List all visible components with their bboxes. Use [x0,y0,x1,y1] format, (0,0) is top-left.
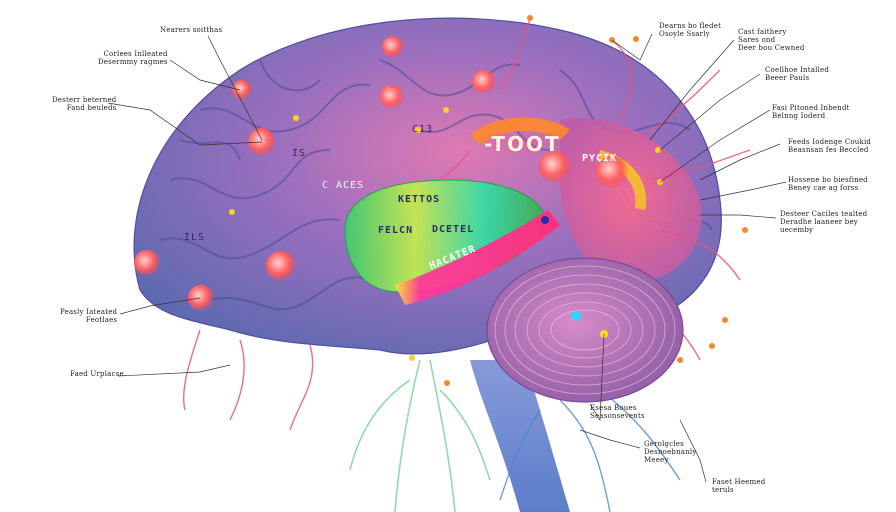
limbic-label: FELCN [378,225,414,236]
callout-label: Feeds Iodenge Coukid Beasnsan fes Beccle… [788,138,872,154]
callout-label: Faed Urplacse [70,370,124,378]
orange-arc [470,117,570,145]
callout-label: Desteer Caciles tealted Deradhe laaneer … [780,210,868,234]
hotspots [134,36,628,311]
callout-label: Peasly Iateated Feotlaes [60,308,118,324]
brainstem [470,360,570,512]
hotspot [380,85,404,109]
callout-label: Esesa Boues Seasonsevents [590,404,645,420]
callout-label: Dearns bo fledet Osoyle Ssarly [659,22,722,38]
cortex-label: C ACES [322,180,365,191]
nerves-blue [499,389,681,512]
cortex-label: C13 [412,124,434,135]
highlight-label: -TOOT [484,132,561,156]
callout-label: Fasi Pitoned Inbendt Belnng Ioderd [772,104,850,120]
callout-label: Nearers soitthas [160,26,223,34]
nerves-green [349,359,491,512]
callout-label: Coellhoe Intalled Beeer Pauls [765,66,830,82]
callout-label: Desterr beterned Fand beuleds [52,96,117,112]
callout-label: Hossene bo biesfined Beney cae ag forss [788,176,868,192]
hotspot [232,80,252,100]
callout-label: Corlees Inlleated Desermmy ragmes [98,50,168,66]
limbic-label: DCETEL [432,224,475,235]
nerve-nodes [229,15,748,386]
hotspot [134,250,160,276]
hotspot [596,156,628,188]
hotspot [539,151,571,183]
pink-lobe [560,118,702,282]
cerebellum-folia [494,265,676,395]
cortex-label: ILS [184,232,206,243]
cerebellum [486,257,684,403]
magenta-band [395,210,560,305]
callout-label: Faset Heemed teruls [712,478,766,494]
pink-lobe-label: PYCIK [582,153,618,164]
hotspot [188,285,214,311]
callout-label: Gerolgcles Desnoebnanly Meeey [644,440,697,464]
limbic-label: KETTOS [398,194,441,205]
cortex-label: IS [292,148,307,159]
leader-lines [107,33,787,483]
hotspot [266,251,296,281]
hotspot [382,36,404,58]
callout-label: Cast faithery Sares ond Deer bou Cewned [738,28,805,52]
hotspot [472,70,496,94]
